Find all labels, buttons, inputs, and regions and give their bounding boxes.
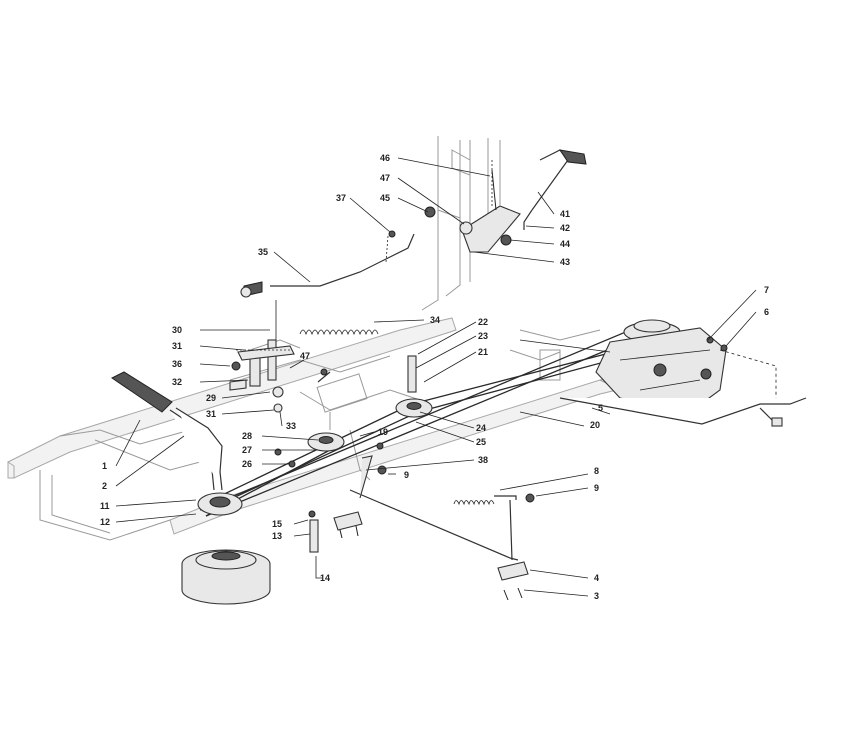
lever-handle xyxy=(523,149,587,230)
callout-33: 33 xyxy=(286,421,296,431)
callout-15: 15 xyxy=(272,519,282,529)
callout-35: 35 xyxy=(258,247,268,257)
electric-clutch xyxy=(181,510,319,605)
callout-47b: 47 xyxy=(300,351,310,361)
callout-43: 43 xyxy=(560,257,570,267)
callout-27: 27 xyxy=(242,445,252,455)
callout-32: 32 xyxy=(172,377,182,387)
callout-38: 38 xyxy=(478,455,488,465)
callout-labels: 1 2 3 4 5 6 7 8 9 9 11 12 13 14 15 19 20… xyxy=(100,153,769,601)
callout-5: 5 xyxy=(598,403,603,413)
callout-13: 13 xyxy=(272,531,282,541)
callout-47a: 47 xyxy=(380,173,390,183)
callout-22: 22 xyxy=(478,317,488,327)
callout-14: 14 xyxy=(320,573,330,583)
control-rod xyxy=(559,397,807,427)
pivot-post xyxy=(231,300,295,413)
lower-rod xyxy=(333,455,529,601)
transmission xyxy=(519,327,777,413)
callout-29: 29 xyxy=(206,393,216,403)
callout-44: 44 xyxy=(560,239,570,249)
bracket-assembly xyxy=(424,160,521,253)
callout-28: 28 xyxy=(242,431,252,441)
callout-7: 7 xyxy=(764,285,769,295)
spring-34 xyxy=(299,329,379,336)
callout-12: 12 xyxy=(100,517,110,527)
callout-46: 46 xyxy=(380,153,390,163)
callout-42: 42 xyxy=(560,223,570,233)
callout-41: 41 xyxy=(560,209,570,219)
callout-19: 19 xyxy=(378,427,388,437)
callout-9a: 9 xyxy=(404,470,409,480)
callout-8: 8 xyxy=(594,466,599,476)
callout-3: 3 xyxy=(594,591,599,601)
spring-8 xyxy=(453,493,535,506)
callout-45: 45 xyxy=(380,193,390,203)
callout-4: 4 xyxy=(594,573,599,583)
linkage-rod xyxy=(240,230,415,298)
callout-25: 25 xyxy=(476,437,486,447)
callout-37: 37 xyxy=(336,193,346,203)
callout-leaders xyxy=(115,157,757,597)
callout-34: 34 xyxy=(430,315,440,325)
callout-21: 21 xyxy=(478,347,488,357)
brake-pedal xyxy=(111,371,223,491)
small-parts xyxy=(229,368,387,475)
callout-24: 24 xyxy=(476,423,486,433)
callout-26: 26 xyxy=(242,459,252,469)
callout-36: 36 xyxy=(172,359,182,369)
callout-11: 11 xyxy=(100,501,110,511)
callout-6: 6 xyxy=(764,307,769,317)
callout-2: 2 xyxy=(102,481,107,491)
callout-31a: 31 xyxy=(172,341,182,351)
callout-9b: 9 xyxy=(594,483,599,493)
callout-23: 23 xyxy=(478,331,488,341)
callout-20: 20 xyxy=(590,420,600,430)
callout-31b: 31 xyxy=(206,409,216,419)
callout-1: 1 xyxy=(102,461,107,471)
callout-30: 30 xyxy=(172,325,182,335)
